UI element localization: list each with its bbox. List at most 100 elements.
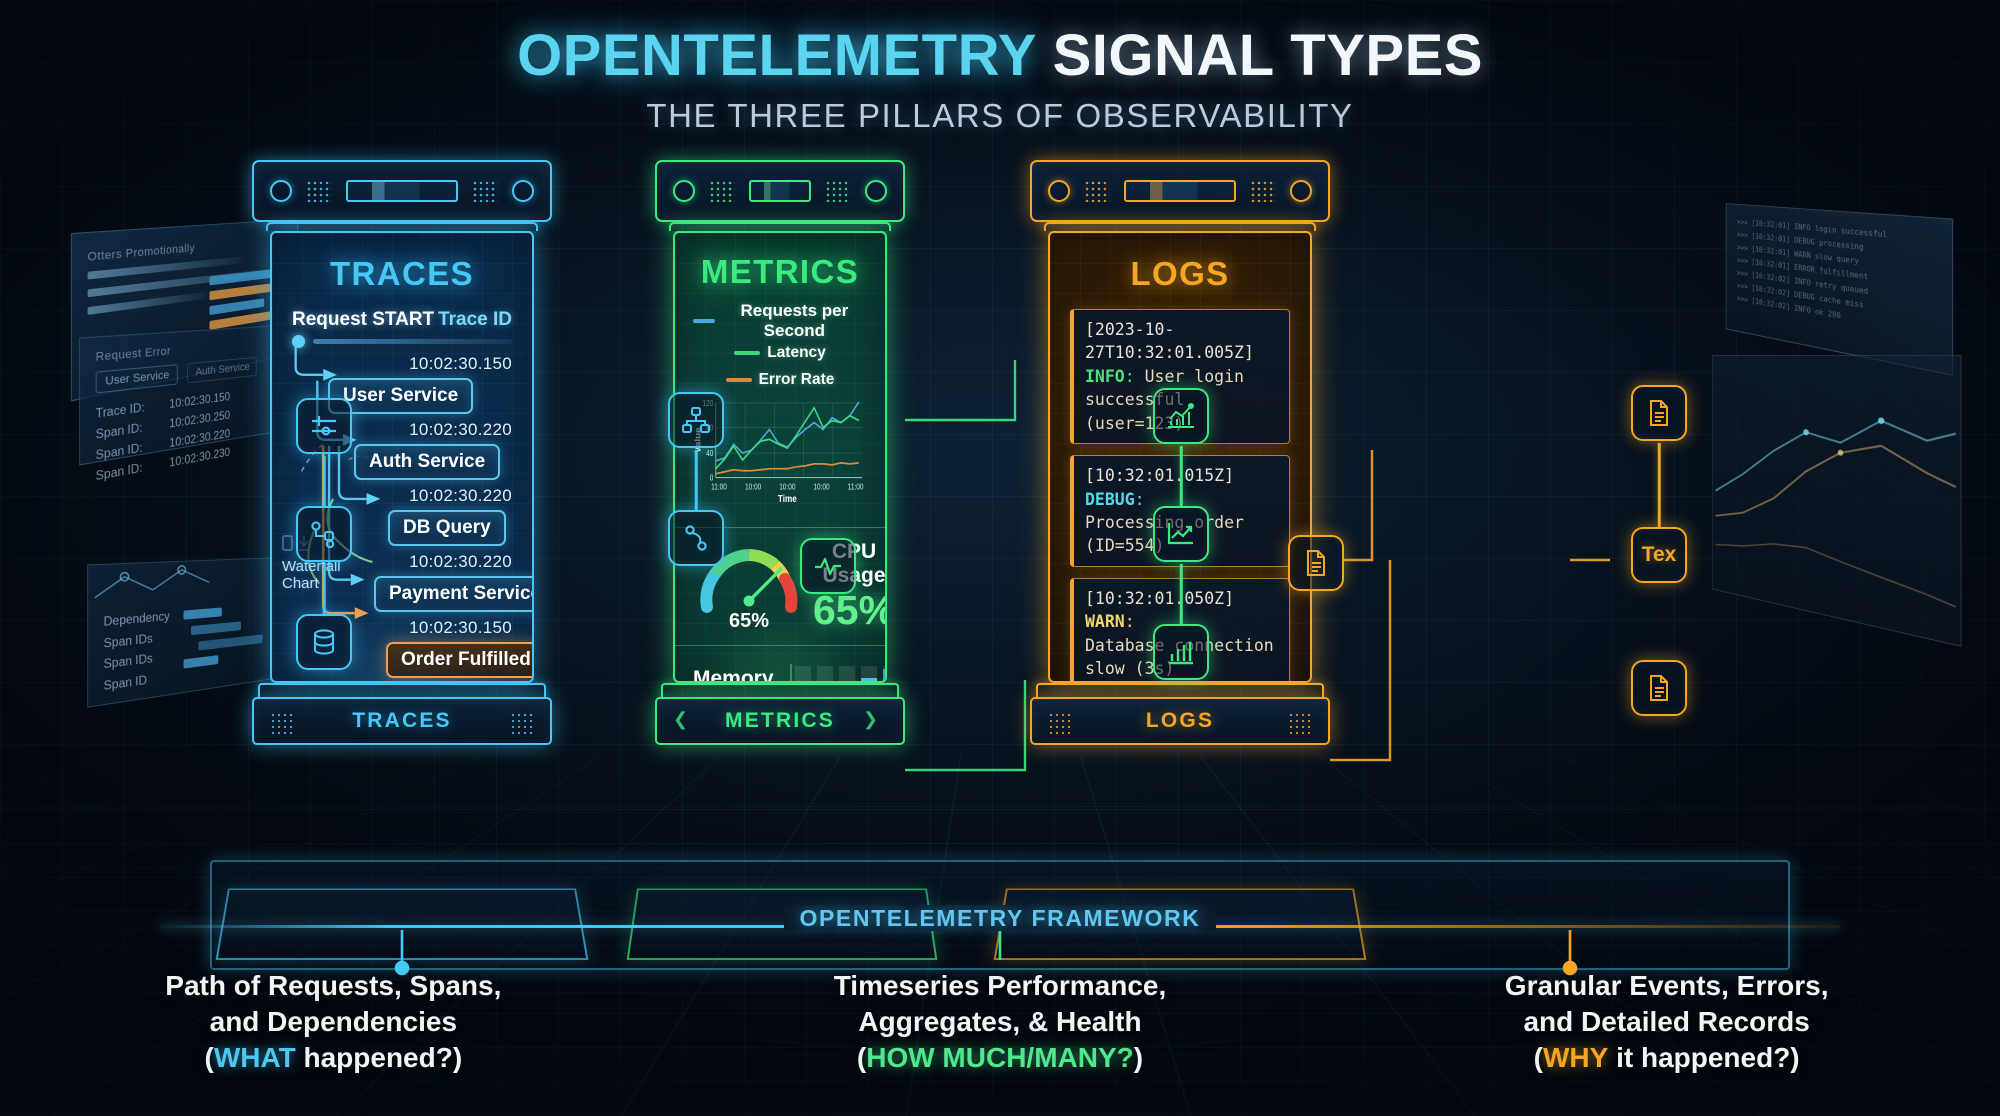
memory-label: Memory [693, 667, 774, 683]
svg-text:40: 40 [706, 448, 713, 458]
logs-left-icon-group [1288, 535, 1344, 591]
knob-icon [673, 180, 695, 202]
caption-traces: Path of Requests, Spans, and Dependencie… [93, 968, 573, 1075]
grill-dots-icon [1288, 712, 1312, 734]
database-icon[interactable] [296, 614, 352, 670]
traces-head-lip [266, 222, 538, 231]
title-rest: SIGNAL TYPES [1035, 23, 1483, 88]
divider [675, 527, 885, 528]
metrics-machine-head [655, 160, 905, 222]
caption-metrics: Timeseries Performance, Aggregates, & He… [760, 968, 1240, 1075]
grill-dots-icon [1048, 712, 1072, 734]
grill-dots-icon [1250, 180, 1276, 202]
span-time-user-service: 10:02:30.220 [409, 420, 512, 439]
svg-text:10:00: 10:00 [813, 482, 829, 492]
framework-label: OPENTELEMETRY FRAMEWORK [0, 905, 2000, 932]
svg-text:10:00: 10:00 [745, 482, 761, 492]
pulse-icon[interactable] [800, 538, 856, 594]
grill-dots-icon [306, 180, 332, 202]
node-graph-icon[interactable] [296, 506, 352, 616]
caption-traces-line3: (WHAT happened?) [93, 1040, 573, 1076]
slot-indicator [1124, 180, 1236, 202]
legend-label-errorrate: Error Rate [758, 371, 835, 388]
log-level: DEBUG [1085, 489, 1135, 509]
logs-head-lip [1044, 222, 1316, 231]
slot-indicator [346, 180, 458, 202]
metrics-chart-legend: Requests per Second Latency Error Rate [693, 301, 867, 389]
metrics-memory-row: Memory 4.1GB [693, 658, 885, 683]
bar-chart-icon[interactable] [1153, 624, 1209, 680]
chevron-right-icon: ❯ [863, 709, 879, 729]
svg-text:11:00: 11:00 [711, 482, 727, 492]
span-row[interactable]: DB Query [292, 510, 512, 546]
span-db-query[interactable]: DB Query [388, 510, 506, 546]
logs-right-icon-bottom [1631, 660, 1687, 716]
grill-dots-icon [510, 712, 534, 734]
caption-logs: Granular Events, Errors, and Detailed Re… [1427, 968, 1907, 1075]
caption-metrics-line2: Aggregates, & Health [858, 1005, 1142, 1037]
span-order-fulfilled[interactable]: Order Fulfilled [386, 642, 532, 678]
logs-right-icons: Tex [1631, 385, 1687, 583]
cpu-usage-value: 65% [813, 587, 887, 633]
paren-close: it happened?) [1608, 1041, 1800, 1073]
span-row[interactable]: Auth Service [292, 444, 512, 480]
span-time-payment-service: 10:02:30.150 [409, 618, 512, 637]
span-row[interactable]: Payment Service [292, 576, 532, 612]
topology-icon[interactable] [668, 392, 724, 512]
trace-id-time: 10:02:30.150 [409, 354, 512, 373]
caption-metrics-highlight: HOW MUCH/MANY? [866, 1041, 1134, 1073]
gauge-icon [700, 548, 798, 613]
document-icon[interactable] [1288, 535, 1344, 591]
span-row[interactable]: Order Fulfilled [292, 642, 532, 678]
log-timestamp: [2023-10-27T10:32:01.005Z] [1085, 320, 1254, 363]
traces-left-icons [296, 398, 352, 670]
log-level: WARN [1085, 612, 1125, 632]
document-icon[interactable] [1631, 660, 1687, 716]
metrics-title: METRICS [700, 253, 860, 290]
caption-metrics-line1: Timeseries Performance, [833, 970, 1167, 1001]
memory-bar-chart: 123 45 [787, 658, 885, 681]
knob-icon [865, 180, 887, 202]
svg-text:10:00: 10:00 [779, 482, 795, 492]
grill-dots-icon [709, 180, 735, 202]
legend-label-rps: Requests per Second [740, 301, 849, 340]
sliders-icon[interactable] [296, 398, 352, 508]
svg-text:11:00: 11:00 [848, 482, 864, 492]
span-payment-service[interactable]: Payment Service [374, 576, 532, 612]
paren-open: ( [856, 1041, 867, 1073]
traces-screen: TRACES Request START Trace ID 10:02:30.1… [270, 231, 534, 683]
caption-logs-line1: Granular Events, Errors, [1504, 970, 1829, 1001]
title-highlight: OPENTELEMETRY [517, 23, 1036, 88]
memory-stat: Memory 4.1GB [693, 667, 777, 683]
divider [675, 645, 885, 647]
metrics-head-lip [669, 222, 891, 231]
svg-text:0: 0 [710, 473, 714, 483]
text-icon[interactable]: Tex [1631, 527, 1687, 583]
logs-base: LOGS [1030, 697, 1330, 745]
traces-machine-head [252, 160, 552, 222]
document-icon[interactable] [1631, 385, 1687, 529]
framework-label-text: OPENTELEMETRY FRAMEWORK [783, 905, 1217, 931]
span-auth-service[interactable]: Auth Service [354, 444, 501, 480]
traces-right-icon-group [668, 392, 724, 566]
line-chart-up-icon[interactable] [1153, 506, 1209, 626]
traces-screen-content: TRACES Request START Trace ID 10:02:30.1… [272, 233, 532, 681]
span-time-db-query: 10:02:30.220 [409, 552, 512, 571]
bar-chart-up-icon[interactable] [1153, 388, 1209, 508]
knob-icon [1048, 180, 1070, 202]
logs-base-top [1036, 683, 1324, 697]
paren-close: ) [1133, 1041, 1144, 1073]
bg-chip-user-service: User Service [95, 364, 178, 394]
page-title: OPENTELEMETRY SIGNAL TYPES [0, 26, 2000, 85]
log-level: INFO [1085, 366, 1125, 386]
caption-logs-line2: and Detailed Records [1523, 1005, 1810, 1037]
slot-indicator [749, 180, 811, 202]
knob-icon [512, 180, 534, 202]
traces-header-row: Request START Trace ID [292, 309, 512, 331]
legend-swatch-errorrate [725, 378, 752, 382]
knob-icon [270, 180, 292, 202]
pillar-traces: TRACES Request START Trace ID 10:02:30.1… [252, 160, 552, 745]
caption-logs-highlight: WHY [1542, 1041, 1609, 1073]
legend-label-latency: Latency [767, 344, 826, 361]
span-link-icon[interactable] [668, 510, 724, 566]
